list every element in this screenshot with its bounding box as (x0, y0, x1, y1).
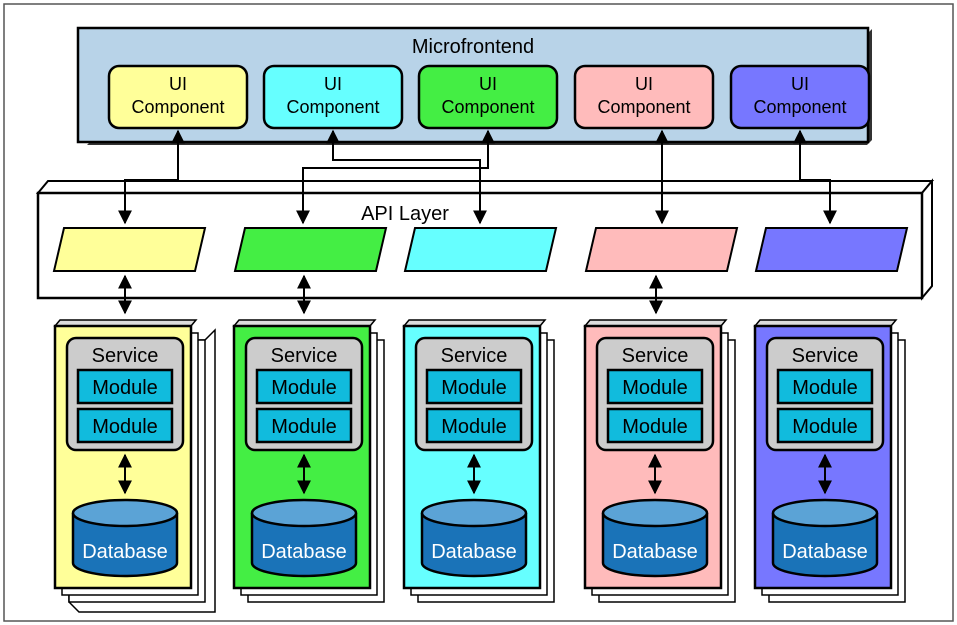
connector-ui1-api1 (118, 129, 185, 225)
database-cylinder-body (601, 513, 709, 578)
database-cylinder-top (601, 498, 709, 528)
module-box[interactable] (76, 407, 174, 444)
ui-components: UI Component UI Component UI Component U… (107, 64, 871, 130)
module-label: Module (792, 377, 858, 399)
database-cylinder-top (71, 498, 179, 528)
ui-component-label-line2: Component (441, 97, 534, 117)
module-box[interactable] (776, 368, 874, 405)
ui-component-box[interactable] (107, 64, 249, 130)
service-column-1: Service Module Module Database (53, 319, 216, 613)
module-box[interactable] (255, 407, 353, 444)
module-label: Module (622, 416, 688, 438)
module-label: Module (92, 416, 158, 438)
ui-component-label-line1: UI (479, 74, 497, 94)
module-label: Module (441, 416, 507, 438)
connector-ui5-api5 (793, 129, 837, 225)
database-cylinder-body (250, 513, 358, 578)
database-label: Database (82, 541, 168, 563)
ui-api-connectors (118, 129, 837, 225)
ui-component-label-line1: UI (169, 74, 187, 94)
service-label: Service (271, 345, 338, 367)
service-label: Service (92, 345, 159, 367)
ui-component-label-line1: UI (635, 74, 653, 94)
service-label: Service (622, 345, 689, 367)
database-label: Database (261, 541, 347, 563)
figure-frame (3, 3, 954, 622)
service-label: Service (792, 345, 859, 367)
database-cylinder-top (771, 498, 879, 528)
module-label: Module (792, 416, 858, 438)
ui-component-box[interactable] (573, 64, 715, 130)
database-label: Database (431, 541, 517, 563)
api-endpoint-4[interactable] (584, 227, 739, 272)
database-label: Database (782, 541, 868, 563)
service-label: Service (441, 345, 508, 367)
ui-component-5[interactable]: UI Component (729, 64, 871, 130)
ui-component-label-line1: UI (324, 74, 342, 94)
api-endpoints (52, 227, 909, 272)
module-box[interactable] (606, 368, 704, 405)
ui-component-label-line2: Component (753, 97, 846, 117)
service-stacks: Service Module Module Database Service M… (53, 319, 906, 613)
ui-component-3[interactable]: UI Component (417, 64, 559, 130)
ui-component-label-line2: Component (131, 97, 224, 117)
service-column-2: Service Module Module Database (232, 319, 385, 603)
connector-ui3-api2 (296, 129, 495, 225)
microfrontend-title: Microfrontend (412, 36, 534, 58)
database-cylinder-body (771, 513, 879, 578)
ui-component-box[interactable] (262, 64, 404, 130)
api-endpoint-2[interactable] (233, 227, 388, 272)
module-box[interactable] (425, 368, 523, 405)
module-label: Module (271, 416, 337, 438)
ui-component-box[interactable] (417, 64, 559, 130)
api-layer-side-face (921, 178, 933, 301)
module-label: Module (622, 377, 688, 399)
service-column-5: Service Module Module Database (753, 319, 906, 603)
database-cylinder-body (420, 513, 528, 578)
ui-component-2[interactable]: UI Component (262, 64, 404, 130)
database-cylinder-top (250, 498, 358, 528)
ui-component-label-line2: Component (286, 97, 379, 117)
api-service-connectors (118, 274, 663, 315)
database-cylinder-body (71, 513, 179, 578)
module-box[interactable] (606, 407, 704, 444)
module-box[interactable] (76, 368, 174, 405)
api-endpoint-3[interactable] (403, 227, 558, 272)
ui-component-label-line2: Component (597, 97, 690, 117)
module-label: Module (92, 377, 158, 399)
ui-component-box[interactable] (729, 64, 871, 130)
api-layer-title: API Layer (361, 203, 449, 225)
module-label: Module (271, 377, 337, 399)
ui-component-1[interactable]: UI Component (107, 64, 249, 130)
module-box[interactable] (255, 368, 353, 405)
service-column-3: Service Module Module Database (402, 319, 555, 603)
ui-component-4[interactable]: UI Component (573, 64, 715, 130)
service-column-4: Service Module Module Database (583, 319, 736, 603)
module-box[interactable] (425, 407, 523, 444)
api-layer-top-face (35, 180, 935, 194)
api-endpoint-5[interactable] (754, 227, 909, 272)
ui-component-label-line1: UI (791, 74, 809, 94)
api-endpoint-1[interactable] (52, 227, 207, 272)
module-box[interactable] (776, 407, 874, 444)
module-label: Module (441, 377, 507, 399)
database-cylinder-top (420, 498, 528, 528)
database-label: Database (612, 541, 698, 563)
